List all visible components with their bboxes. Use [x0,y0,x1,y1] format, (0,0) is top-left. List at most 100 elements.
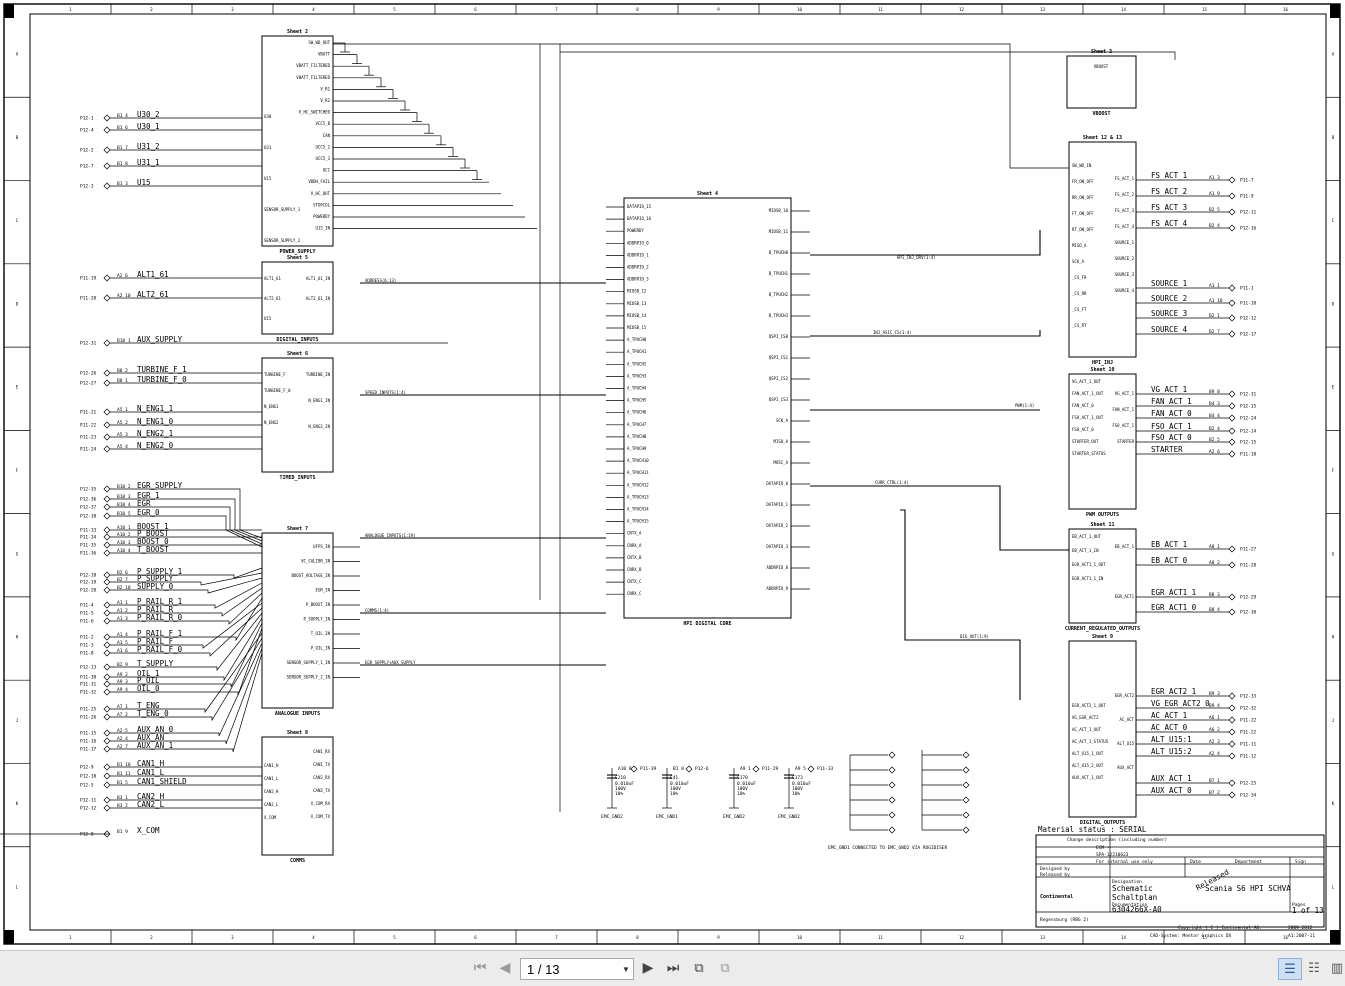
input-signal-label: ALT2_61 [137,290,169,299]
analogue-input-pin: UFPS_IN [313,544,330,549]
input-connector-icon [103,549,111,557]
digital-output-connector-icon [1228,728,1236,736]
input-signal-label: OIL_1 [137,669,160,678]
input-connector-label: P11-32 [80,690,97,696]
last-page-icon[interactable]: ⏭ [666,960,680,976]
current-output-signal: EGR_ACT1_1 [1151,588,1196,597]
core-left-pin: A_TPUCH6 [627,410,647,415]
facing-view-icon[interactable]: ▥ [1330,960,1344,976]
digital-out-pin: AUX_ACT_1_OUT [1072,775,1104,780]
rotate-icon[interactable]: ⧉ [720,960,730,976]
hpi-left-pin: _CS_RR [1072,291,1087,296]
cap-tolerance: 10% [615,791,623,797]
digital-outputs-block [1068,640,1137,818]
grid-letter-right: K [1332,801,1335,806]
input-pin-label: A1 4 [117,632,128,638]
emc-connector-icon [962,766,970,774]
pwm-output-pin: A2 6 [1209,449,1220,455]
core-right-pin: DATAPIO_3 [766,544,788,549]
input-pin-label: A1 5 [117,640,128,646]
hpi-output-pin: A1 1 [1209,283,1220,289]
hpi-output-signal: FS_ACT_3 [1151,203,1187,212]
input-wire [110,637,263,722]
timed-inputs-block-name-label: TIMED_INPUTS [279,475,315,481]
input-pin-label: A5 1 [117,407,128,413]
emc-cap-ref: B1 8 [673,766,684,772]
first-page-icon[interactable]: ⏮ [473,960,487,976]
hpi-left-pin: SW_WD_IN [1072,163,1092,168]
input-wire [110,612,263,672]
single-page-view-icon[interactable]: ☰ [1278,958,1302,980]
hpi-output-connector-icon [1228,299,1236,307]
comms-block [261,736,334,856]
power-pin-label: UCC [323,168,331,173]
continuous-view-icon[interactable]: ☷ [1308,960,1320,976]
hpi-output-connector: P12-16 [1240,226,1257,232]
pwm-pin: FAN_ACT_1 [1112,407,1134,412]
input-pin-label: A10 2 [117,532,131,538]
grid-number-bottom: 12 [959,935,964,940]
pwm-output-connector: P11-18 [1240,452,1257,458]
analogue-input-pin: VC_CALIBR_IN [301,559,330,564]
current-output-connector: P11-27 [1240,547,1257,553]
doc-code: 6304266X-A0 [1112,905,1162,914]
power-pin-label: VBATT_FILTERED [296,75,330,80]
input-pin-label: A1 3 [117,616,128,622]
comms-pin: CAN2_TX [313,788,330,793]
input-wire [110,627,263,696]
digital-out-pin: ALT_U15_2_OUT [1072,763,1104,768]
pwm-outputs-block [1068,373,1137,510]
pwm-output-signal: FSO_ACT_0 [1151,433,1192,442]
grid-number-top: 1 [69,7,72,12]
bus-label: ANALOGUE_INPUTS(1:19) [365,533,416,538]
current-output-connector: P12-29 [1240,595,1257,601]
hpi-output-signal: SOURCE_4 [1151,325,1188,334]
prev-page-icon[interactable]: ◀ [499,960,511,976]
grid-letter-left: K [16,801,19,806]
digital-output-connector-icon [1228,704,1236,712]
digital-out-pin: ALT_U15_1_OUT [1072,751,1104,756]
fit-page-icon[interactable]: ⧉ [694,960,704,976]
input-pin-label: B1 8 [117,161,128,167]
current-output-connector-icon [1228,545,1236,553]
current-output-connector: P11-28 [1240,563,1257,569]
page-number-select[interactable]: 1 / 13 ▼ [520,958,634,980]
vboost-pin: VBOOST [1094,64,1109,69]
input-wire [110,567,263,579]
grid-letter-left: G [16,551,19,556]
power-pin-label: UCC5_2 [316,144,331,149]
current-pin: EB_ACT_1 [1115,544,1135,549]
input-connector-label: P11-8 [80,651,94,657]
grid-number-top: 6 [474,7,477,12]
grid-number-bottom: 16 [1283,935,1288,940]
input-connector-label: P12-7 [80,164,94,170]
pwm-output-signal: FAN_ACT_0 [1151,409,1192,418]
hpi-output-connector-icon [1228,314,1236,322]
input-pin-label: B1 4 [117,113,128,119]
pwm-pin: FSO_ACT_1 [1112,423,1134,428]
next-page-icon[interactable]: ▶ [642,960,654,976]
emc-note: EMC_GND1 CONNECTED TO EMC_GND2 VIA ROGID… [828,845,947,851]
pwm-output-signal: FSO_ACT_1 [1151,422,1192,431]
core-left-pin: A_TPUCH4 [627,386,647,391]
input-connector-icon [103,421,111,429]
vboost-block [1066,55,1137,109]
cap-ref: C41 [670,775,678,781]
hpi-inj-block [1068,141,1137,358]
input-pin-label: A10 4 [117,548,131,554]
input-wire [110,597,263,642]
pwm-output-connector: P12-15 [1240,404,1257,410]
core-left-pin: A_TPUCH2 [627,361,647,366]
input-connector-label: P11-2 [80,635,94,641]
emc-cap-connector-icon [807,765,815,773]
comms-pin: CAN1_RX [313,749,330,754]
grid-number-bottom: 15 [1202,935,1207,940]
pwm-pin: VG_ACT_1 [1115,391,1135,396]
input-pin-label: B8 1 [117,378,128,384]
input-connector-icon [103,433,111,441]
digital-outputs-block-sheet-label: Sheet 9 [1092,634,1113,640]
input-connector-label: P12-4 [80,128,94,134]
power-left-pin: U15 [264,176,272,181]
core-left-pin: POWERDY [627,228,644,233]
date-label: Date [1190,859,1201,865]
